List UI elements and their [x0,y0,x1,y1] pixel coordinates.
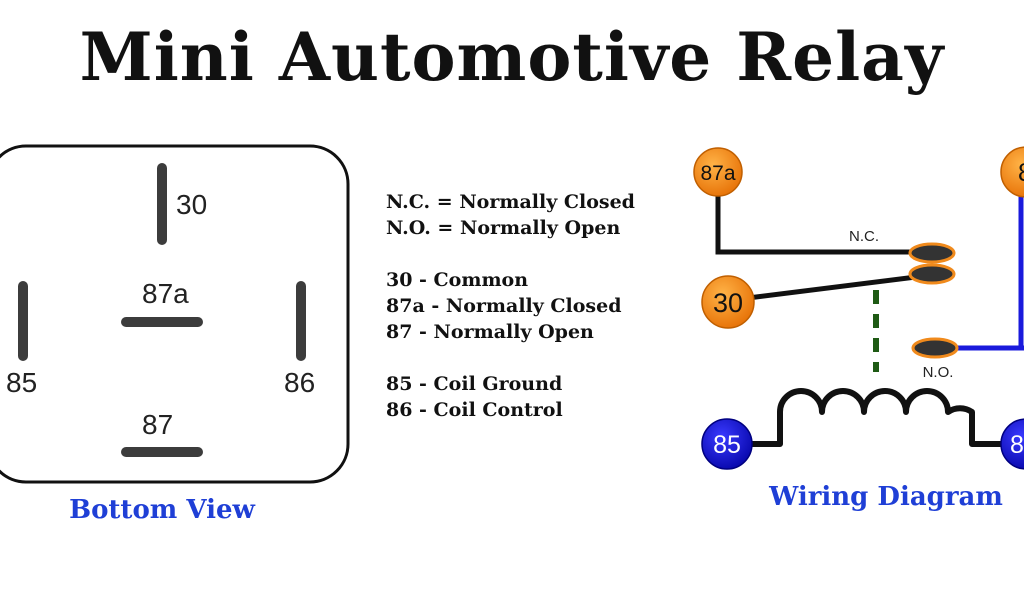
wire-87a [715,180,934,255]
terminal-85: 85 [701,418,753,470]
relay-coil [752,388,1004,447]
terminal-86-label: 86 [1010,431,1024,459]
no-contact [911,337,959,359]
legend-terminal-85: 85 - Coil Ground [386,373,562,395]
legend-nc-definition: N.C. = Normally Closed [386,191,635,213]
pin-30-label: 30 [176,189,207,220]
relay-housing-outline [0,144,350,484]
terminal-87a-circle [693,147,743,197]
terminal-85-label: 85 [713,431,741,459]
wiring-diagram: N.C. N.O. 87a 30 87 85 86 Wiring Diagram [693,146,1024,512]
terminal-86: 86 [1000,418,1024,470]
terminal-87-label: 87 [1018,159,1024,187]
terminal-86-circle [1000,418,1024,470]
legend-terminal-87a: 87a - Normally Closed [386,295,622,317]
terminal-87a-label: 87a [700,162,735,185]
nc-contact [908,242,956,264]
terminal-87a: 87a [693,147,743,197]
bottom-view-caption: Bottom View [69,495,255,525]
pin-87a-label: 87a [142,278,189,309]
nc-label: N.C. [849,228,879,245]
legend-terminal-87: 87 - Normally Open [386,321,594,343]
bottom-view: 30 87a 85 86 87 Bottom View [0,144,350,525]
terminal-87: 87 [1000,146,1024,198]
terminal-85-circle [701,418,753,470]
legend-terminal-30: 30 - Common [386,269,528,291]
terminal-30: 30 [701,275,755,329]
terminal-30-circle [701,275,755,329]
common-contact [908,263,956,285]
legend-terminal-86: 86 - Coil Control [386,399,563,421]
terminal-30-label: 30 [713,288,743,318]
pin-85-label: 85 [6,367,37,398]
no-label: N.O. [923,364,954,381]
page-title: Mini Automotive Relay [79,18,945,96]
wire-30-armature [747,272,933,301]
pin-87-label: 87 [142,409,173,440]
terminal-87-circle [1000,146,1024,198]
legend-no-definition: N.O. = Normally Open [386,217,620,239]
legend: N.C. = Normally Closed N.O. = Normally O… [386,191,635,421]
pin-86-label: 86 [284,367,315,398]
wiring-diagram-caption: Wiring Diagram [768,482,1003,512]
